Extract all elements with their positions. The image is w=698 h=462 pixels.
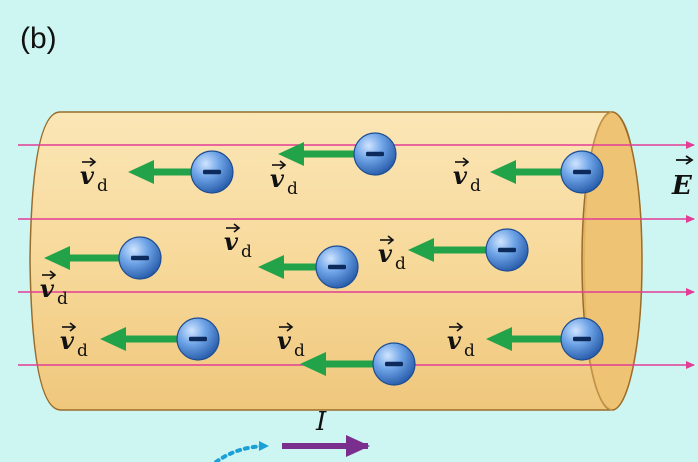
drift-subscript: d: [470, 176, 481, 196]
drift-symbol: v: [453, 161, 468, 190]
drift-symbol: v: [447, 326, 462, 355]
vector-arrow-head: [456, 322, 464, 332]
drift-symbol: v: [40, 274, 55, 303]
minus-sign: [498, 247, 516, 253]
drift-subscript: d: [395, 254, 406, 274]
vector-arrow-head: [286, 322, 294, 332]
drift-velocity-arrowhead: [300, 352, 326, 376]
drift-symbol: v: [277, 326, 292, 355]
drift-subscript: d: [97, 176, 108, 196]
drift-subscript: d: [294, 341, 305, 361]
vector-arrow-head: [279, 160, 287, 170]
minus-sign: [385, 361, 403, 367]
minus-sign: [328, 264, 346, 270]
minus-sign: [189, 336, 207, 342]
dotted-curved-arrow: [214, 441, 270, 462]
drift-subscript: d: [464, 341, 475, 361]
vector-arrow-head: [89, 157, 97, 167]
vector-arrow-head: [462, 157, 470, 167]
minus-sign: [573, 169, 591, 175]
vector-arrow-head: [387, 235, 395, 245]
panel-label: (b): [20, 22, 57, 55]
drift-velocity-arrowhead: [486, 327, 512, 351]
drift-velocity-arrowhead: [128, 160, 154, 184]
drift-subscript: d: [241, 242, 252, 262]
drift-symbol: v: [270, 164, 285, 193]
drift-symbol: v: [60, 326, 75, 355]
drift-subscript: d: [287, 179, 298, 199]
svg-text:E: E: [671, 171, 693, 201]
minus-sign: [203, 169, 221, 175]
drift-velocity-arrowhead: [44, 246, 70, 270]
vector-arrow-head: [233, 223, 241, 233]
drift-symbol: v: [378, 239, 393, 268]
vector-arrow-head: [49, 270, 57, 280]
vector-arrow-head: [69, 322, 77, 332]
drift-velocity-arrowhead: [278, 142, 304, 166]
drift-symbol: v: [80, 161, 95, 190]
drift-velocity-arrowhead: [490, 160, 516, 184]
drift-subscript: d: [57, 289, 68, 309]
drift-velocity-arrowhead: [100, 327, 126, 351]
minus-sign: [366, 151, 384, 157]
minus-sign: [131, 255, 149, 261]
current-label: I: [315, 407, 327, 437]
drift-velocity-arrowhead: [258, 255, 284, 279]
drift-symbol: v: [224, 227, 239, 256]
current-indicator: I: [214, 407, 370, 462]
field-label: E: [671, 155, 694, 201]
drift-subscript: d: [77, 341, 88, 361]
minus-sign: [573, 336, 591, 342]
drift-velocity-arrowhead: [408, 238, 434, 262]
